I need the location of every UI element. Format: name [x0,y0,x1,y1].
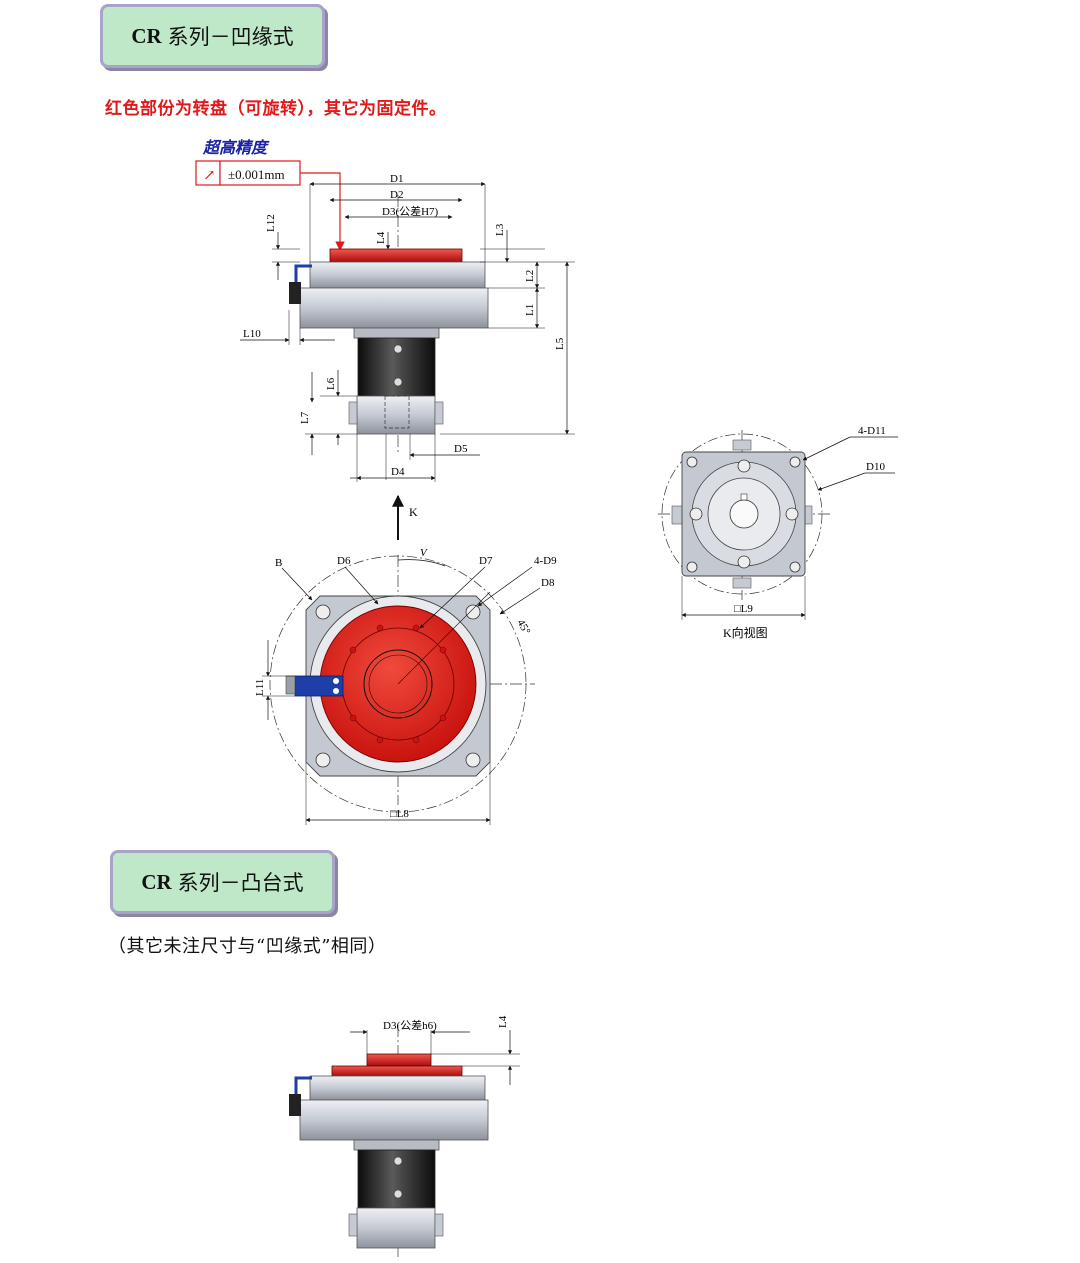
dim-l3: L3 [494,223,506,236]
label-d6: D6 [337,555,351,567]
label-angle: 45° [514,618,532,637]
label-v: V [420,547,428,559]
badge-model: CR [131,23,162,48]
label-d11: 4-D11 [858,425,886,437]
tolerance-box [219,160,301,186]
badge-title: 系列－凸台式 [177,871,304,895]
turntable [329,248,463,263]
k-view: 4-D11 D10 □L9 K向视图 [658,425,898,640]
section-badge-concave: CR 系列－凹缘式 [100,4,325,68]
badge-title: 系列－凹缘式 [167,25,294,49]
dim-l6: L6 [325,377,337,390]
dim-d4: D4 [391,466,405,478]
label-b: B [275,557,282,569]
tolerance-value: ±0.001mm [228,167,285,182]
precision-leader [300,172,345,251]
dim-d3-h6: D3(公差h6) [383,1018,437,1032]
dim-d5: D5 [454,443,468,455]
dim-l5: L5 [554,337,566,350]
housing [299,287,489,329]
section-badge-boss: CR 系列－凸台式 [110,850,335,914]
dim-l4: L4 [375,231,387,244]
dim-l11: L11 [254,679,266,696]
top-view-concave: B D6 D7 4-D9 D8 V 45° L11 □L8 [254,547,557,825]
runout-symbol-box [195,160,221,186]
dim-l7: L7 [299,411,311,424]
side-view-boss: D3(公差h6) L4 [289,1015,520,1260]
dim-d3-h7: D3(公差H7) [382,204,439,218]
precision-heading: 超高精度 [202,139,270,157]
label-d7: D7 [479,555,493,567]
k-view-caption: K向视图 [723,625,768,640]
dim-l8: □L8 [390,808,409,820]
side-view-concave: D1 D2 D3(公差H7) L3 L2 L1 L5 L4 L12 [240,173,575,482]
dim-l10: L10 [243,328,261,340]
label-d10: D10 [866,461,885,473]
dim-l4-boss: L4 [497,1015,509,1028]
badge-model: CR [141,869,172,894]
unspecified-dims-note: （其它未注尺寸与“凹缘式”相同） [108,936,387,957]
dim-d2: D2 [390,189,403,201]
label-d8: D8 [541,577,555,589]
runout-icon: ↗ [203,168,216,184]
dim-l9: □L9 [734,603,753,615]
boss-turntable [366,1053,432,1067]
label-d9: 4-D9 [534,555,557,567]
dim-l1: L1 [524,304,536,316]
turntable-note: 红色部份为转盘（可旋转），其它为固定件。 [105,99,447,119]
k-label: K [409,505,418,519]
dim-l2: L2 [524,270,536,282]
dim-d1: D1 [390,173,403,185]
dim-l12: L12 [265,214,277,232]
